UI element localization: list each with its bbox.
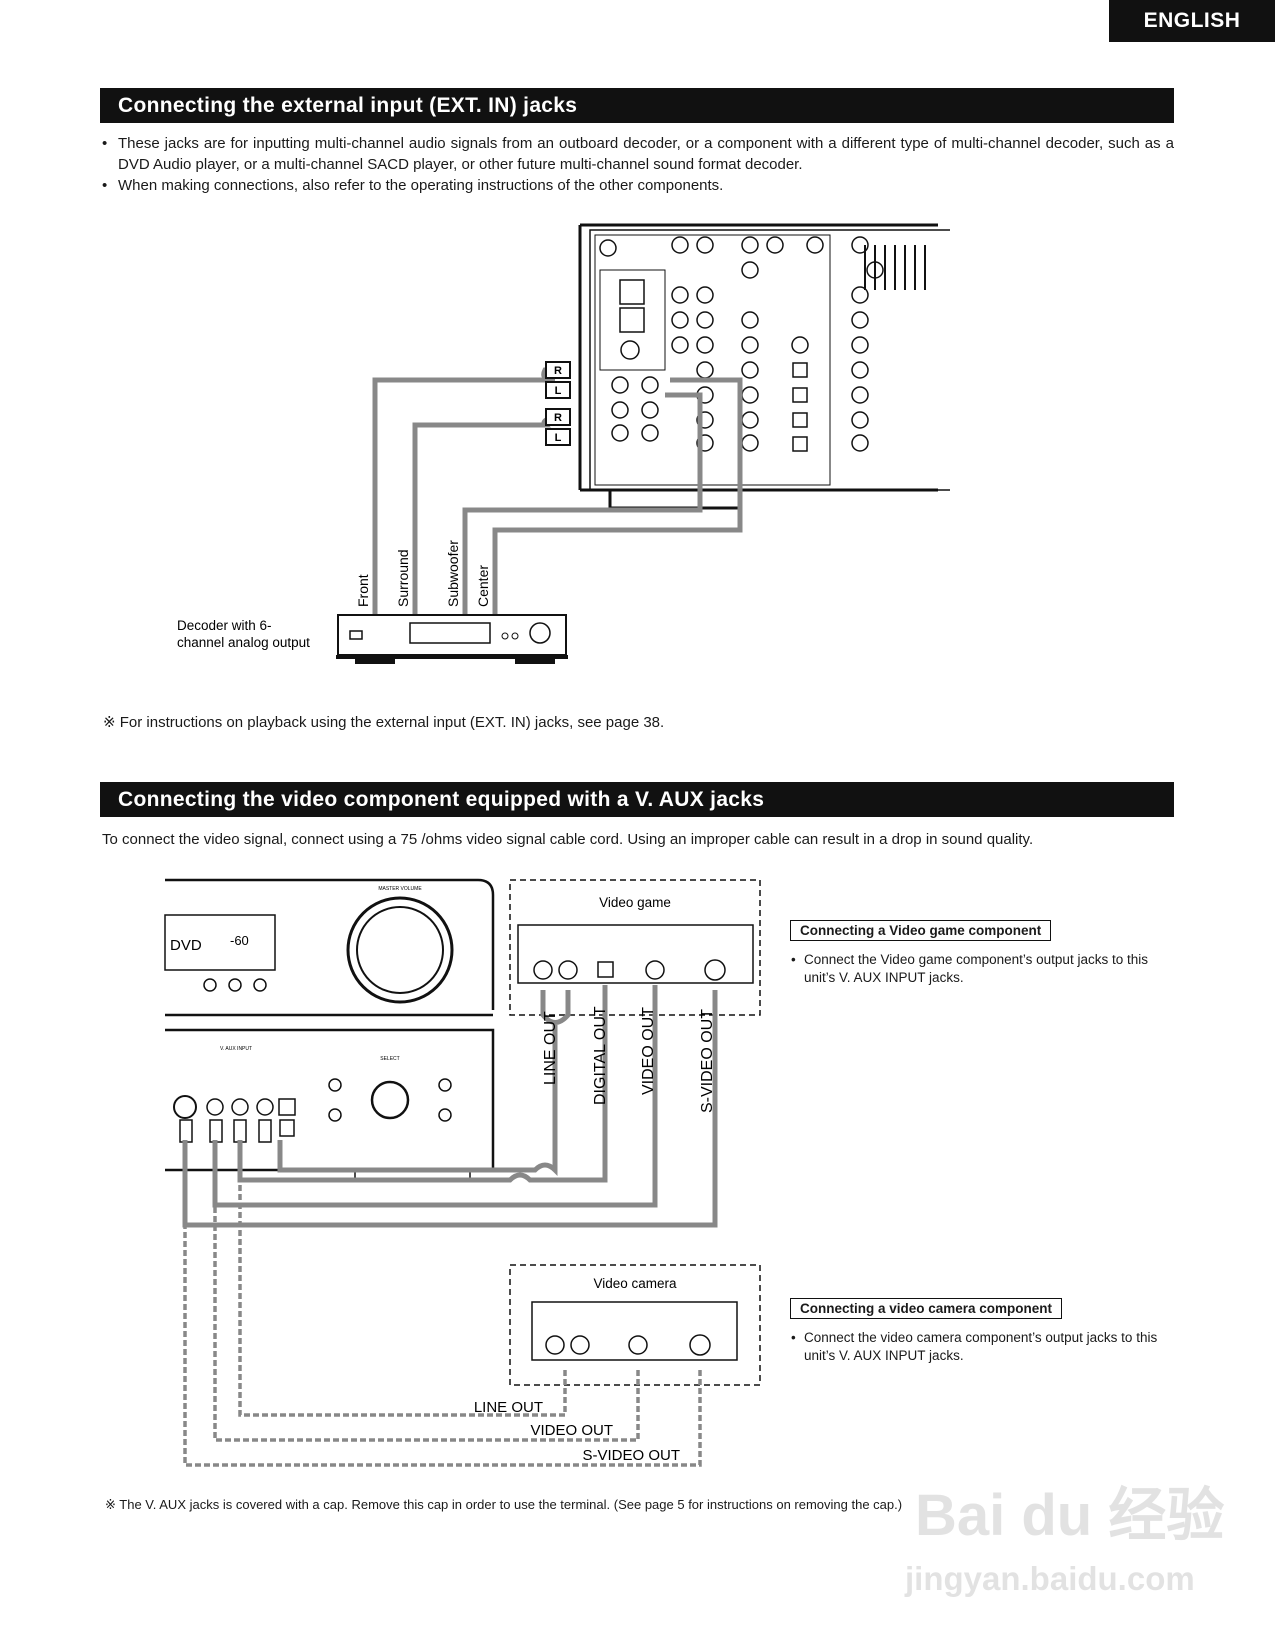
v-aux-input-label: V. AUX INPUT [220,1046,252,1052]
master-volume-label: MASTER VOLUME [378,886,422,892]
svg-text:R: R [554,365,562,377]
video-game-instruction-desc: Connect the Video game component’s outpu… [790,951,1169,987]
game-output-video-out: VIDEO OUT [640,1007,657,1095]
select-label: SELECT [380,1056,399,1062]
v-aux-diagram: DVD -60 MASTER VOLUME SELECT V. AUX INPU… [164,878,761,1467]
camera-output-line-out: LINE OUT [474,1399,543,1416]
cable-label-surround: Surround [395,549,411,607]
receiver-rear-panel [578,223,950,510]
receiver-front-panel: DVD -60 MASTER VOLUME SELECT V. AUX INPU… [164,878,495,1181]
svg-text:R: R [554,412,562,424]
video-game-cables [182,985,718,1228]
video-camera-instruction-title: Connecting a video camera component [790,1298,1063,1319]
video-camera-label: Video camera [593,1276,677,1291]
game-output-line-out: LINE OUT [542,1011,559,1085]
decoder-label-line2: channel analog output [177,635,310,650]
game-output-s-video-out: S-VIDEO OUT [699,1009,716,1113]
cable-label-subwoofer: Subwoofer [445,540,461,607]
bullet-item: When making connections, also refer to t… [100,175,1174,196]
svg-text:L: L [555,432,562,444]
camera-output-video-out: VIDEO OUT [530,1422,613,1439]
decoder-unit [336,614,568,664]
watermark-line2: jingyan.baidu.com [904,1560,1195,1597]
video-game-instruction: Connecting a Video game component Connec… [790,920,1169,987]
volume-text: -60 [230,933,249,948]
v-aux-note: ※ The V. AUX jacks is covered with a cap… [105,1497,903,1512]
video-camera-cables [183,1170,702,1467]
rca-plugs: R L R L [545,361,571,446]
video-camera-jacks [545,1334,711,1356]
cable-label-center: Center [475,565,491,607]
svg-text:L: L [555,385,562,397]
camera-output-s-video-out: S-VIDEO OUT [582,1447,680,1464]
watermark-line1: Bai du 经验 [915,1483,1224,1548]
video-game-box [509,879,761,1016]
ext-in-diagram: R L R L Front Surround Subwoofer Center … [177,223,950,664]
section-title-v-aux: Connecting the video component equipped … [100,782,1174,817]
video-game-instruction-title: Connecting a Video game component [790,920,1052,941]
decoder-label-line1: Decoder with 6- [177,618,272,633]
bullet-item: These jacks are for inputting multi-chan… [100,133,1174,175]
section-title-ext-in: Connecting the external input (EXT. IN) … [100,88,1174,123]
baidu-watermark: Bai du 经验 jingyan.baidu.com [904,1483,1224,1597]
game-output-digital-out: DIGITAL OUT [592,1006,609,1105]
cable-label-front: Front [355,574,371,607]
video-game-jacks [533,959,726,981]
video-camera-instruction-desc: Connect the video camera component’s out… [790,1329,1169,1365]
video-camera-box [509,1264,761,1386]
video-camera-instruction: Connecting a video camera component Conn… [790,1298,1169,1365]
display-text: DVD [170,937,202,954]
v-aux-intro: To connect the video signal, connect usi… [102,831,1034,848]
ext-in-bullets: These jacks are for inputting multi-chan… [100,133,1174,196]
language-tab: ENGLISH [1109,0,1275,42]
ext-in-note: ※ For instructions on playback using the… [103,714,665,731]
video-game-label: Video game [599,895,671,910]
